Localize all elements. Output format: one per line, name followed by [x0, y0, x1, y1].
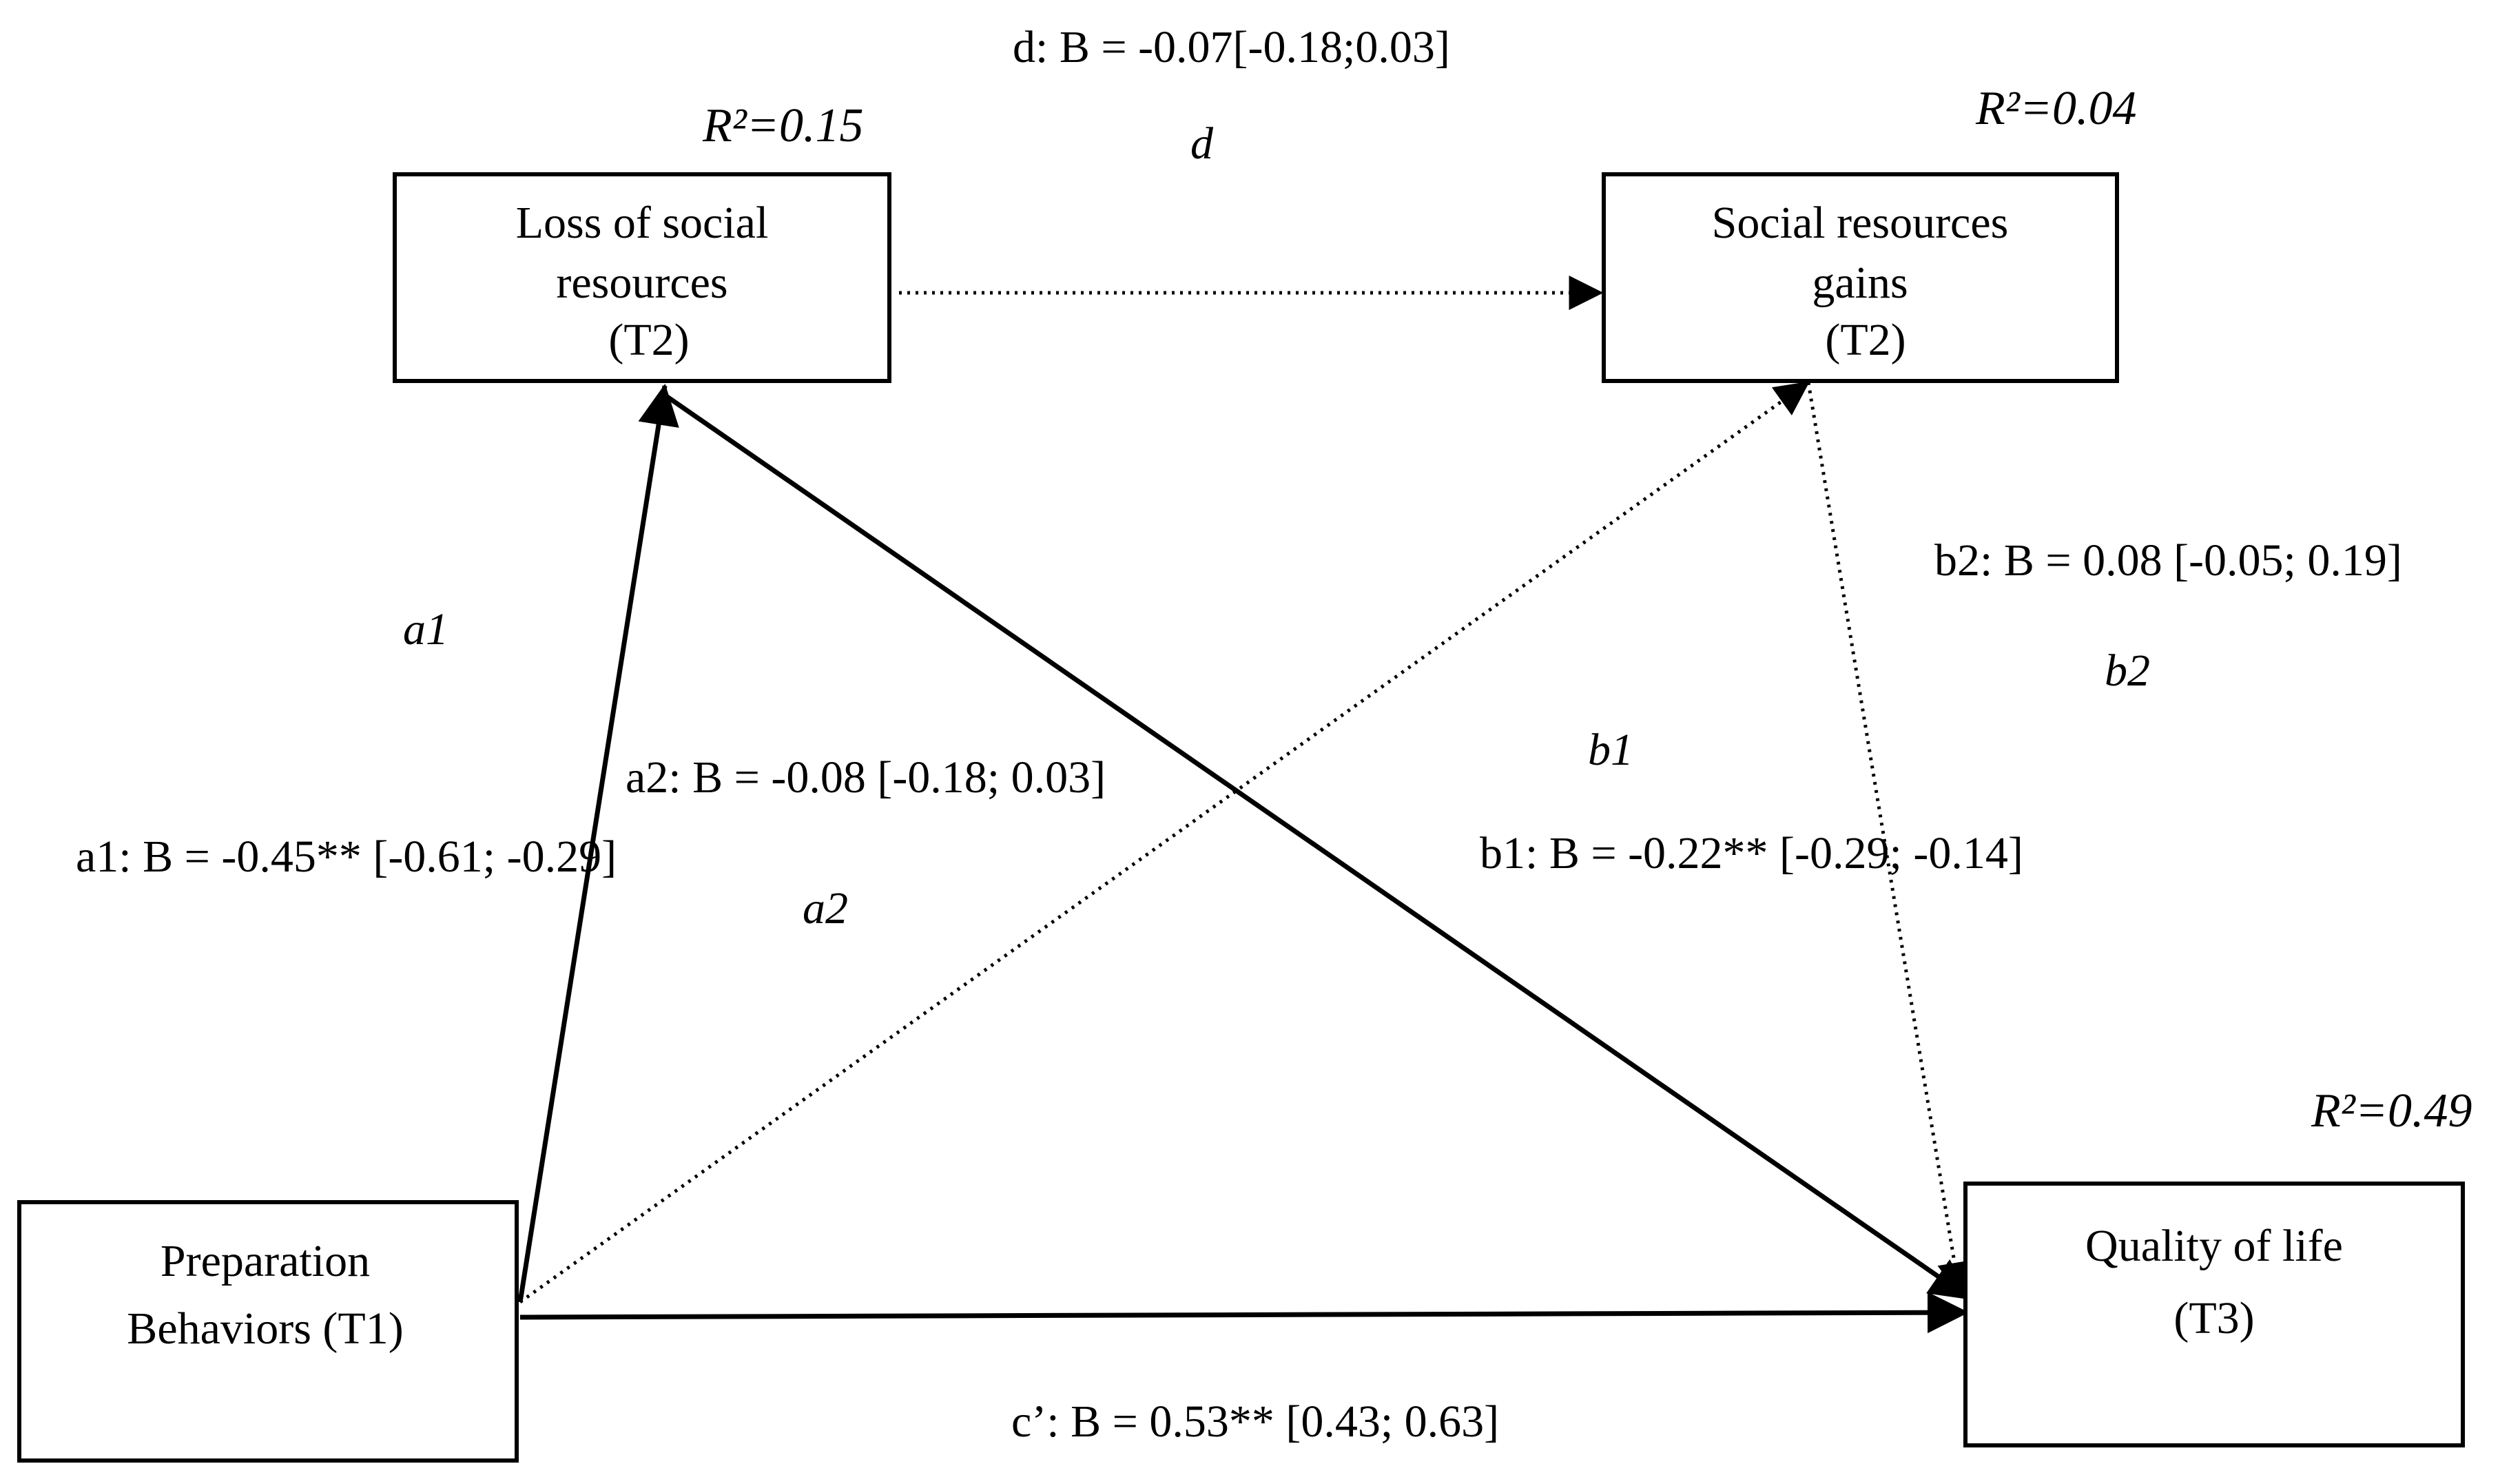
path-a2-coefficient: a2: B = -0.08 [-0.18; 0.03] — [626, 752, 1106, 803]
path-b1-letter: b1 — [1588, 725, 1633, 775]
path-a1-arrow — [517, 384, 679, 1303]
path-d-letter: d — [1190, 118, 1214, 169]
path-c-prime-arrow — [519, 1292, 1969, 1334]
node-loss-line-2: resources — [556, 258, 727, 308]
r2-gains-label: R²=0.04 — [1975, 82, 2136, 135]
node-preparation-behaviors: Preparation Behaviors (T1) — [17, 1200, 519, 1463]
path-a1-coefficient: a1: B = -0.45** [-0.61; -0.29] — [76, 832, 617, 882]
node-loss-line-3: (T2) — [608, 315, 689, 365]
path-b2-arrow — [1806, 382, 1972, 1297]
path-a2-letter: a2 — [803, 883, 848, 934]
node-gains-line-3: (T2) — [1825, 315, 1906, 365]
path-b1-coefficient: b1: B = -0.22** [-0.29; -0.14] — [1480, 828, 2023, 878]
node-quality-of-life: Quality of life (T3) — [1963, 1182, 2465, 1447]
node-loss-line-1: Loss of social — [516, 198, 769, 248]
node-qol-line-2: (T3) — [2173, 1293, 2254, 1343]
path-d-coefficient: d: B = -0.07[-0.18;0.03] — [1013, 22, 1450, 72]
path-b2-letter: b2 — [2105, 646, 2150, 696]
node-loss-of-social-resources: Loss of social resources (T2) — [393, 172, 891, 383]
node-qol-line-1: Quality of life — [2085, 1221, 2343, 1271]
path-c-prime-coefficient: c’: B = 0.53** [0.43; 0.63] — [1011, 1396, 1499, 1447]
path-a1-letter: a1 — [403, 604, 448, 654]
r2-loss-label: R²=0.15 — [702, 99, 863, 152]
path-b2-coefficient: b2: B = 0.08 [-0.05; 0.19] — [1934, 535, 2402, 586]
node-gains-line-2: gains — [1812, 258, 1908, 308]
node-social-resources-gains: Social resources gains (T2) — [1602, 172, 2119, 383]
path-b1-arrow — [660, 391, 1972, 1301]
r2-qol-label: R²=0.49 — [2311, 1084, 2472, 1137]
node-prep-line-1: Preparation — [161, 1236, 370, 1286]
node-prep-line-2: Behaviors (T1) — [127, 1303, 403, 1354]
node-gains-line-1: Social resources — [1712, 198, 2009, 248]
